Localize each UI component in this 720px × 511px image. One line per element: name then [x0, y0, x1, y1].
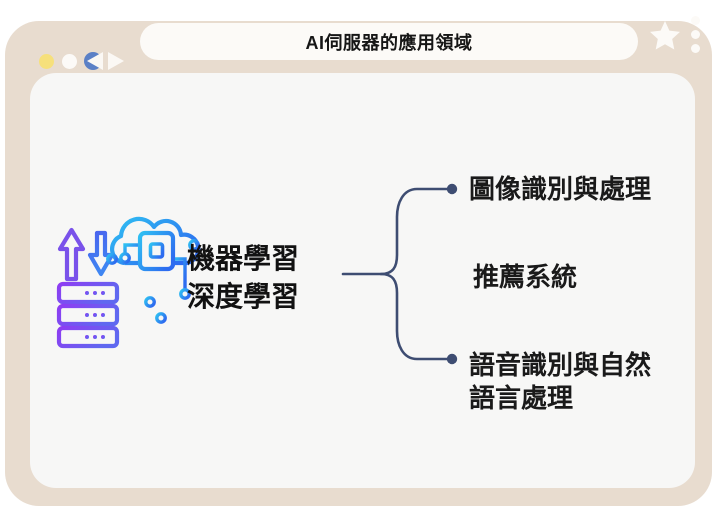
root-label-line1: 機器學習	[187, 243, 300, 274]
page-title: AI伺服器的應用領域	[305, 32, 473, 53]
content-card: 機器學習 深度學習 圖像識別與處理 推薦系統 語音識別與自然語言處理	[30, 73, 695, 488]
forward-icon[interactable]	[108, 52, 124, 70]
branch-label-speech-nlp: 語音識別與自然語言處理	[469, 350, 652, 413]
back-icon[interactable]	[87, 52, 103, 70]
server-rack-icon	[56, 281, 120, 349]
branch-dot-bottom	[446, 353, 458, 365]
down-arrow-icon	[87, 230, 115, 277]
branch-label-recommendation: 推薦系統	[473, 262, 578, 292]
branch-connector	[341, 183, 458, 365]
root-node-label: 機器學習 深度學習	[187, 240, 327, 316]
window-dot-white[interactable]	[62, 54, 77, 69]
star-icon[interactable]	[649, 19, 681, 51]
title-pill: AI伺服器的應用領域	[140, 23, 638, 60]
root-label-line2: 深度學習	[187, 281, 300, 312]
branch-dot-top	[446, 183, 458, 195]
app-window: AI伺服器的應用領域	[5, 16, 712, 506]
cloud-chip-icon	[106, 216, 201, 324]
branch-label-image-recognition: 圖像識別與處理	[469, 174, 652, 204]
ai-cloud-server-icon	[56, 216, 201, 349]
up-arrow-icon	[57, 227, 86, 282]
window-dot-yellow[interactable]	[39, 54, 54, 69]
titlebar: AI伺服器的應用領域	[5, 16, 712, 83]
kebab-menu-icon[interactable]	[690, 16, 702, 66]
